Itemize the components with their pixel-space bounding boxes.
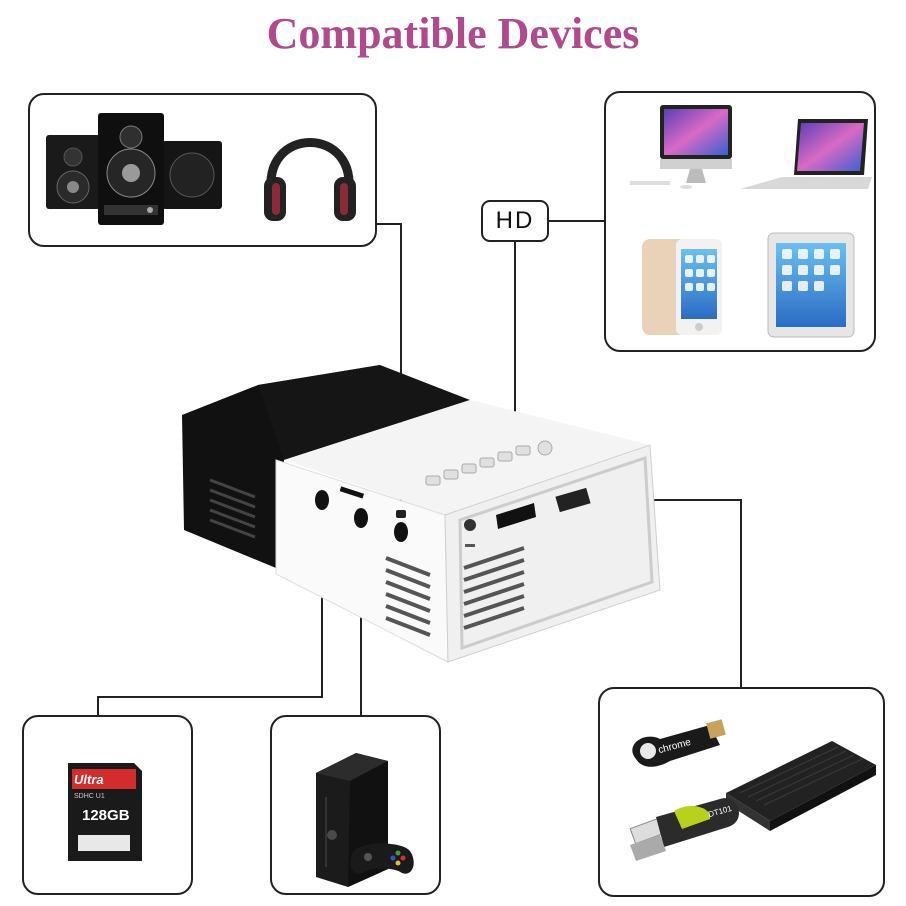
sd-card-capacity: 128GB [82,807,130,824]
sd-connector [97,495,323,715]
speakers-icon [46,113,222,225]
hd-port-label: HD [481,200,549,242]
computers-and-phones-icon [630,105,872,338]
audio-connector [376,223,402,510]
sd-card-class: SDHC U1 [74,793,105,800]
display-devices-box [604,91,876,352]
sd-card-box: Ultra SDHC U1 128GB [22,715,193,895]
usb-devices-box: chrome DT101 [598,687,885,897]
headphones-icon [264,138,356,221]
usb-devices-icon [629,719,876,861]
game-console-icon [316,753,414,887]
audio-devices-box [28,93,377,247]
usb-connector [590,499,742,687]
sd-card-brand: Ultra [74,772,104,787]
sd-card-icon [68,763,142,861]
game-console-box [270,715,441,895]
page-title: Compatible Devices [266,9,640,58]
